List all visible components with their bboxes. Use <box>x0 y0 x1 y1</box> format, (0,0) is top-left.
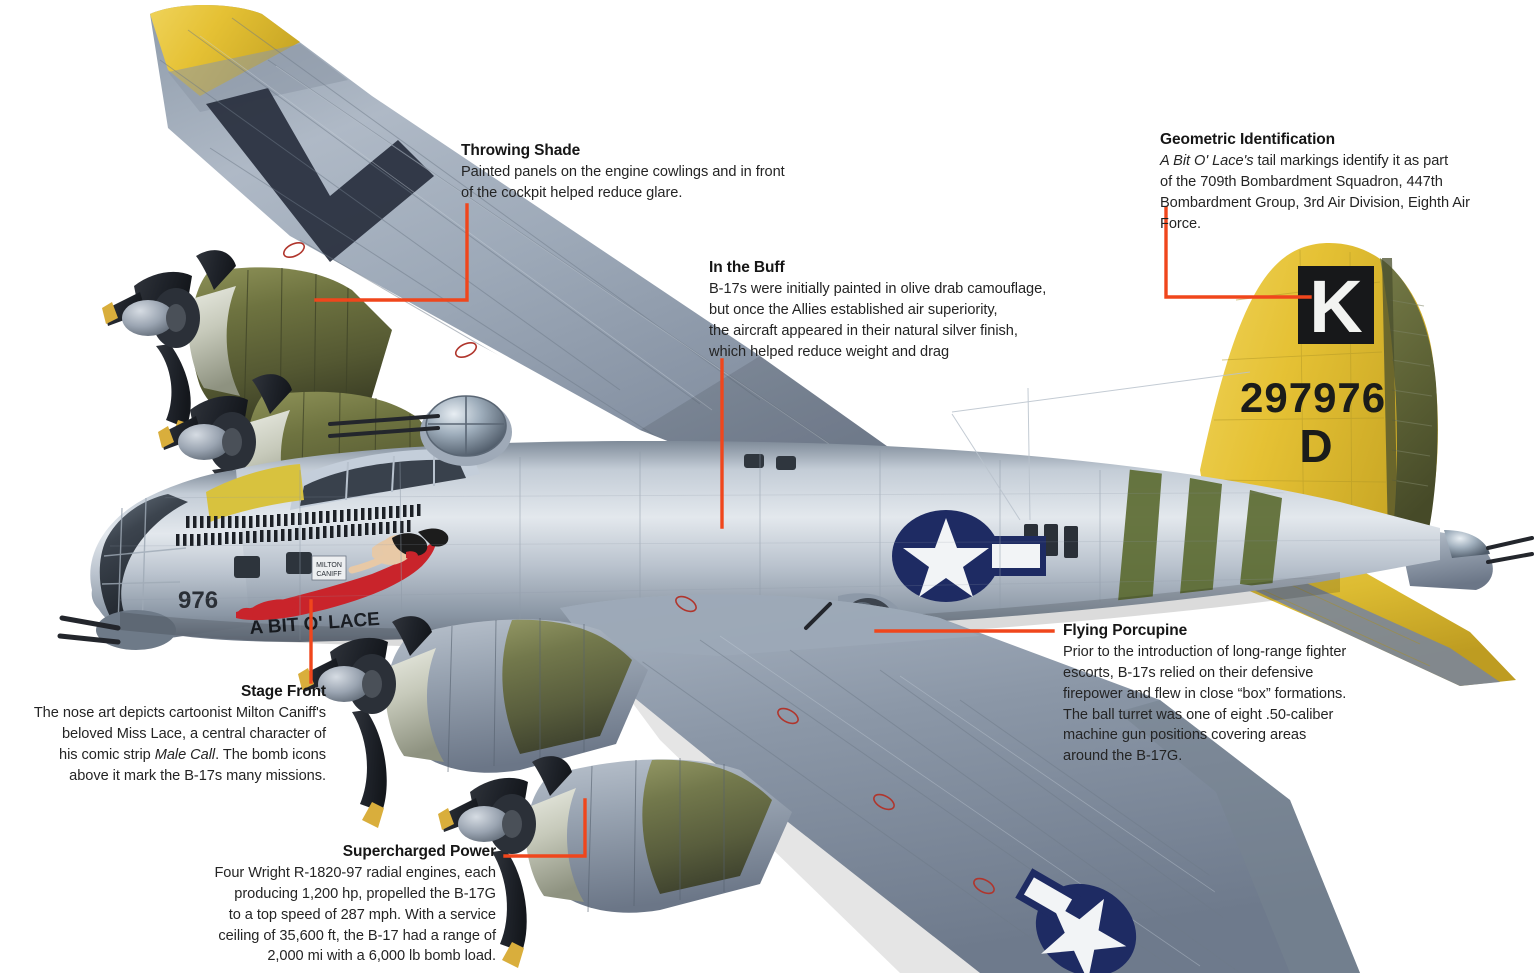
propeller-inner-right <box>298 616 432 828</box>
tail-aircraft-letter: D <box>1299 420 1332 472</box>
cockpit-canopy <box>206 449 480 522</box>
callout-body-flying-porcupine: Prior to the introduction of long-range … <box>1063 644 1347 764</box>
svg-text:MILTON: MILTON <box>316 562 342 569</box>
antenna-wire <box>951 371 1251 521</box>
callout-supercharged-power: Supercharged Power Four Wright R-1820-97… <box>178 842 496 967</box>
fuselage-green-bands <box>1118 468 1282 606</box>
upper-turret <box>328 395 512 466</box>
callout-body-throwing-shade: Painted panels on the engine cowlings an… <box>461 164 785 202</box>
callout-title-geometric-identification: Geometric Identification <box>1160 131 1336 148</box>
callout-italic-comic-strip: Male Call <box>154 746 216 763</box>
waist-gun <box>804 602 832 630</box>
engine-nacelle-outer-left <box>102 250 392 442</box>
callout-stage-front: Stage Front The nose art depicts cartoon… <box>14 682 326 786</box>
callout-flying-porcupine: Flying Porcupine Prior to the introducti… <box>1063 621 1393 767</box>
callout-body-stage-front: The nose art depicts cartoonist Milton C… <box>33 705 326 784</box>
callout-geometric-identification: Geometric Identification A Bit O' Lace's… <box>1160 130 1505 234</box>
callout-body-geometric-identification: A Bit O' Lace's tail markings identify i… <box>1160 153 1470 232</box>
nose-art-miss-lace: A BIT O' LACE <box>236 528 449 639</box>
callout-title-supercharged-power: Supercharged Power <box>342 843 496 860</box>
artist-signature-box: MILTON CANIFF <box>311 555 347 581</box>
callout-throwing-shade: Throwing Shade Painted panels on the eng… <box>461 141 791 204</box>
tail-serial-number: 297976 <box>1240 374 1386 421</box>
callout-title-throwing-shade: Throwing Shade <box>461 142 581 159</box>
propeller-outer-left <box>102 250 236 442</box>
engine-nacelle-outer-right <box>438 756 792 968</box>
engine-nacelle-inner-right <box>298 616 648 828</box>
callout-italic-aircraft-name: A Bit O' Lace's <box>1160 153 1254 170</box>
callout-body-in-the-buff: B-17s were initially painted in olive dr… <box>709 281 1047 360</box>
nose-number: 976 <box>178 587 218 614</box>
callout-body-supercharged-power: Four Wright R-1820-97 radial engines, ea… <box>214 865 496 965</box>
propeller-inner-left <box>158 374 292 566</box>
callout-title-in-the-buff: In the Buff <box>709 259 785 276</box>
wing-national-insignia <box>1015 868 1137 973</box>
tail-squadron-letter: K <box>1309 265 1362 348</box>
svg-text:CANIFF: CANIFF <box>316 571 341 578</box>
callout-title-stage-front: Stage Front <box>240 683 326 700</box>
lower-right-wing <box>560 594 1360 973</box>
fuselage: 976 MILTON CANIFF A BIT O' LACE <box>57 395 1441 650</box>
callout-title-flying-porcupine: Flying Porcupine <box>1063 622 1188 639</box>
callout-in-the-buff: In the Buff B-17s were initially painted… <box>709 258 1054 362</box>
